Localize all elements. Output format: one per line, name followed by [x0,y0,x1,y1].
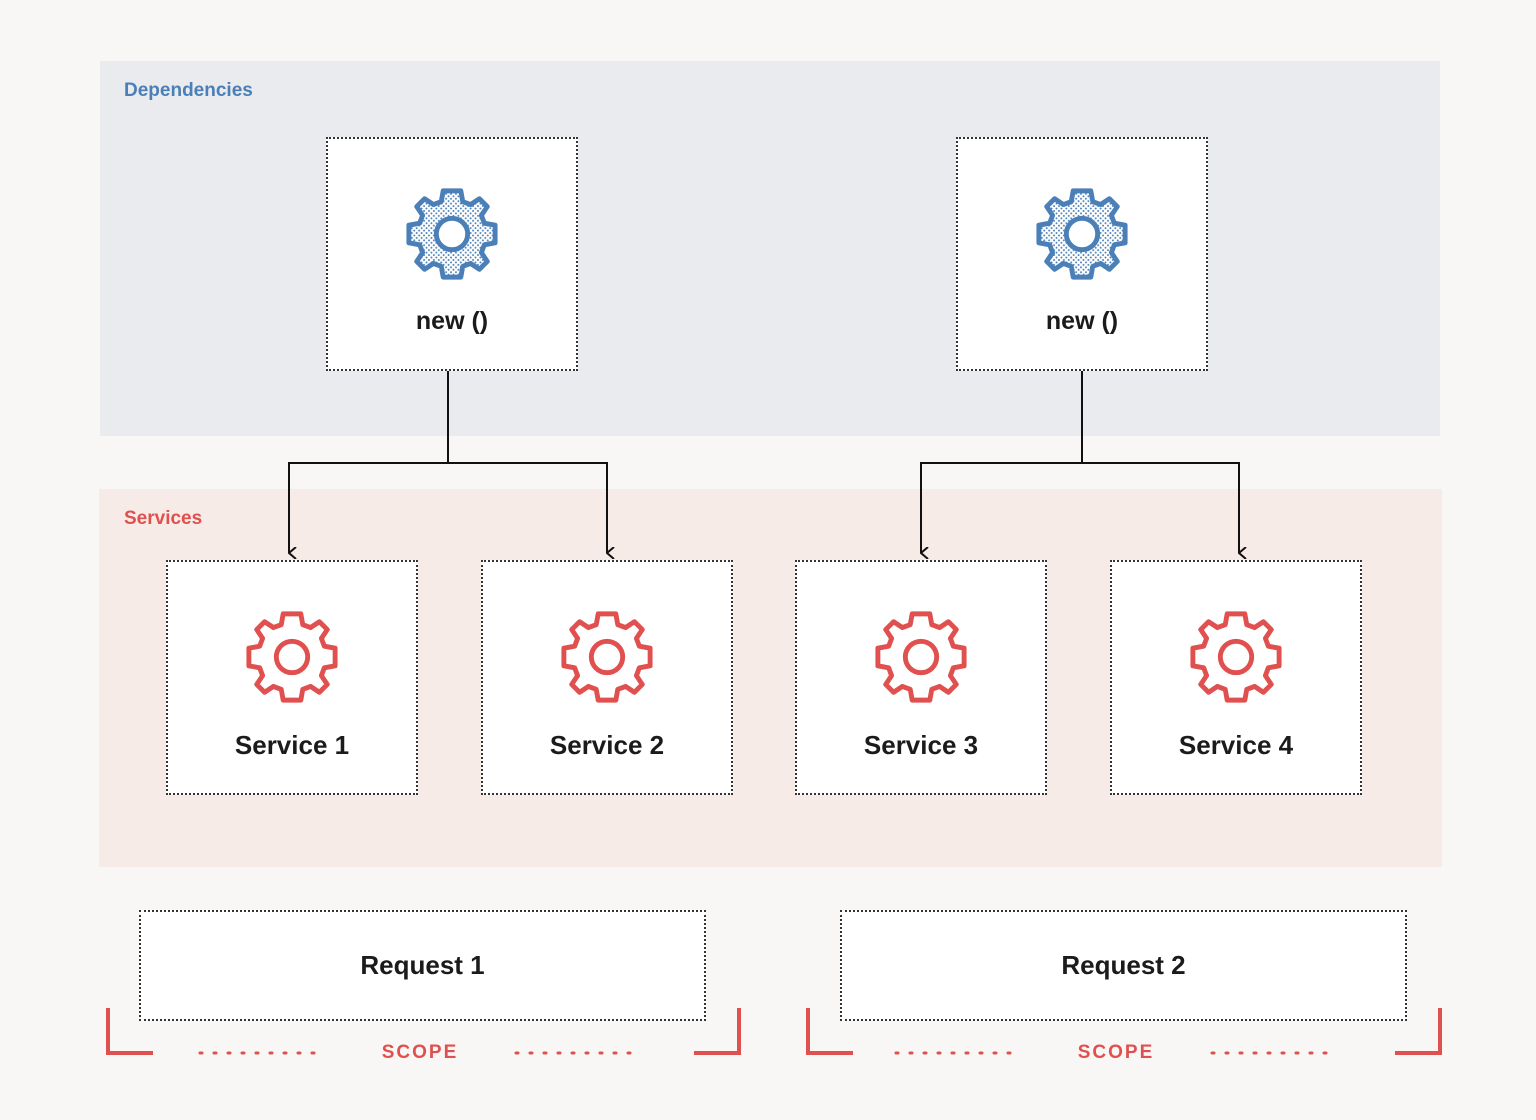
gear-icon [1033,185,1131,283]
gear-icon [872,608,970,706]
services-band-label: Services [124,508,203,529]
service-node-label: Service 4 [1178,730,1294,760]
request-node-label: Request 2 [1061,950,1186,980]
service-node-4[interactable]: Service 4 [1110,560,1362,795]
gear-icon [1187,608,1285,706]
gear-icon [243,608,341,706]
gear-icon [403,185,501,283]
request-node-1[interactable]: Request 1 [139,910,706,1021]
dependency-node-label: new () [1045,307,1119,335]
service-node-1[interactable]: Service 1 [166,560,418,795]
dependency-node-label: new () [415,307,489,335]
gear-icon [558,608,656,706]
service-node-label: Service 2 [549,730,665,760]
dependencies-band [100,61,1440,436]
service-node-2[interactable]: Service 2 [481,560,733,795]
dependency-node-2[interactable]: new () [956,137,1208,371]
request-node-2[interactable]: Request 2 [840,910,1407,1021]
scope-label-2: SCOPE [1077,1042,1155,1063]
dependencies-band-label: Dependencies [124,80,253,101]
service-node-3[interactable]: Service 3 [795,560,1047,795]
service-node-label: Service 1 [234,730,350,760]
request-node-label: Request 1 [360,950,485,980]
service-node-label: Service 3 [863,730,979,760]
dependency-node-1[interactable]: new () [326,137,578,371]
scope-label-1: SCOPE [381,1042,459,1063]
